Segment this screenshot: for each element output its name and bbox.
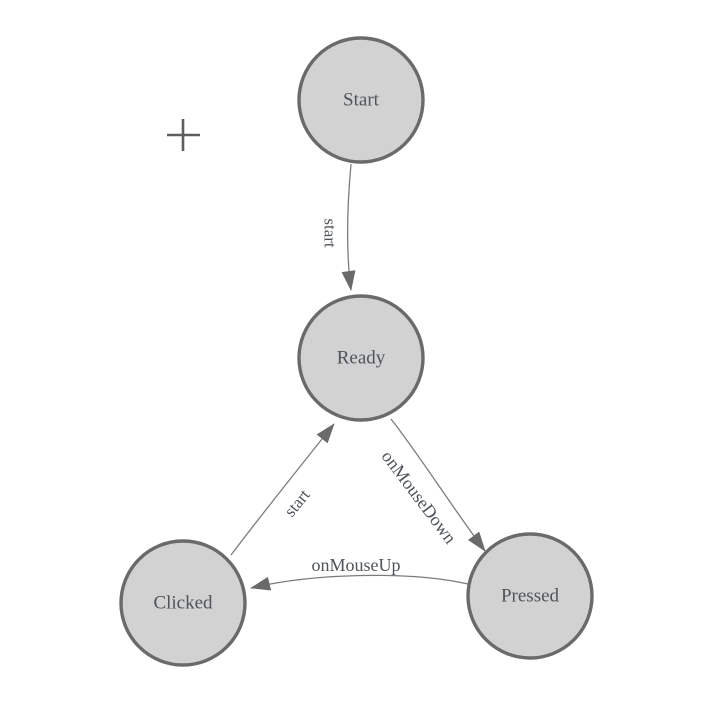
edge-label-start-top: start [321,218,340,248]
state-node-ready[interactable]: Ready [297,294,425,422]
crosshair-icon [167,119,200,151]
state-label-pressed: Pressed [501,586,560,607]
state-circle-pressed [466,532,594,660]
edge-pressed-to-clicked[interactable]: onMouseUp [250,555,469,591]
edge-label-onmousedown: onMouseDown [378,447,461,548]
edge-start-to-ready-path[interactable] [341,163,356,291]
state-circle-start [297,36,425,164]
edge-clicked-to-ready[interactable]: start [230,423,335,556]
edge-clicked-to-ready-path[interactable] [230,423,335,556]
edge-label-start-diagonal: start [280,485,313,520]
edge-ready-to-pressed[interactable]: onMouseDown [378,418,486,552]
state-node-start[interactable]: Start [297,36,425,164]
state-circle-clicked [119,539,247,667]
edge-ready-to-pressed-path[interactable] [390,418,486,552]
state-label-ready: Ready [337,348,386,369]
edge-pressed-to-clicked-path[interactable] [250,574,469,591]
state-node-pressed[interactable]: Pressed [466,532,594,660]
edge-start-to-ready[interactable]: start [321,163,356,291]
state-circle-ready [297,294,425,422]
state-label-start: Start [343,90,380,111]
state-node-clicked[interactable]: Clicked [119,539,247,667]
edge-label-onmouseup: onMouseUp [312,555,401,575]
state-label-clicked: Clicked [153,593,213,614]
